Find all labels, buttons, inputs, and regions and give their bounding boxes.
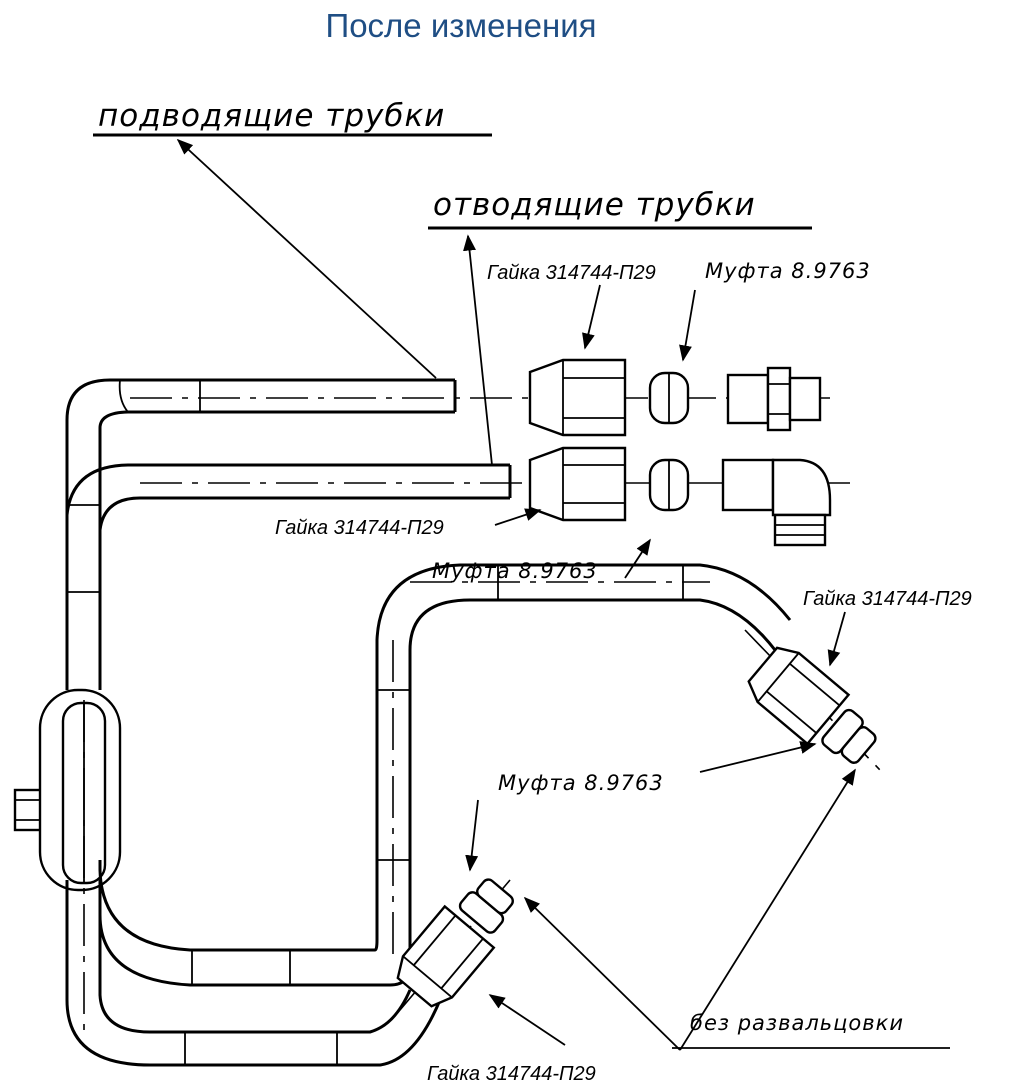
no-flaring-arrow-1 (523, 896, 681, 1051)
supply-tubes-text: подводящие трубки (98, 98, 445, 134)
coupling-low-label: Муфта 8.9763 (498, 771, 664, 795)
nut-mid-label: Гайка 314744-П29 (275, 517, 444, 539)
page-title: После изменения (325, 7, 596, 44)
no-flaring-arrow-2 (679, 768, 856, 1051)
tube-clamp (13, 688, 122, 892)
fitting-union-top (726, 366, 822, 432)
coupling-low-arrow (465, 799, 479, 872)
second-tube (65, 463, 512, 680)
fitting-elbow-mid (721, 458, 832, 547)
coupling-right-arrow (699, 741, 817, 773)
fitting-coupling-top (648, 371, 690, 425)
return-tubes-leader (463, 234, 493, 466)
nut-right-arrow (827, 611, 846, 667)
fitting-lower (396, 878, 514, 1008)
fitting-coupling-mid (648, 458, 690, 512)
coupling-mid-arrow (624, 538, 651, 579)
lower-tube-outer (65, 880, 442, 1067)
coupling-mid-label: Муфта 8.9763 (432, 559, 598, 583)
coupling-top-arrow (679, 289, 696, 362)
nut-bottom-label: Гайка 314744-П29 (427, 1063, 596, 1085)
nut-mid-arrow (494, 508, 542, 526)
no-flaring-label: без развальцовки (690, 1011, 904, 1035)
return-tubes-label: отводящие трубки (428, 187, 812, 230)
supply-tubes-leader (176, 138, 437, 379)
upper-tube (65, 378, 457, 690)
return-tubes-text: отводящие трубки (433, 187, 756, 223)
nut-top-arrow (582, 284, 601, 350)
nut-top-label: Гайка 314744-П29 (487, 262, 656, 284)
fitting-nut-top (528, 358, 627, 437)
fitting-nut-mid (528, 446, 627, 522)
nut-bottom-arrow (488, 994, 566, 1046)
nut-right-label: Гайка 314744-П29 (803, 588, 972, 610)
coupling-top-label: Муфта 8.9763 (705, 259, 871, 283)
supply-tubes-label: подводящие трубки (93, 98, 492, 137)
fitting-right (747, 646, 877, 764)
